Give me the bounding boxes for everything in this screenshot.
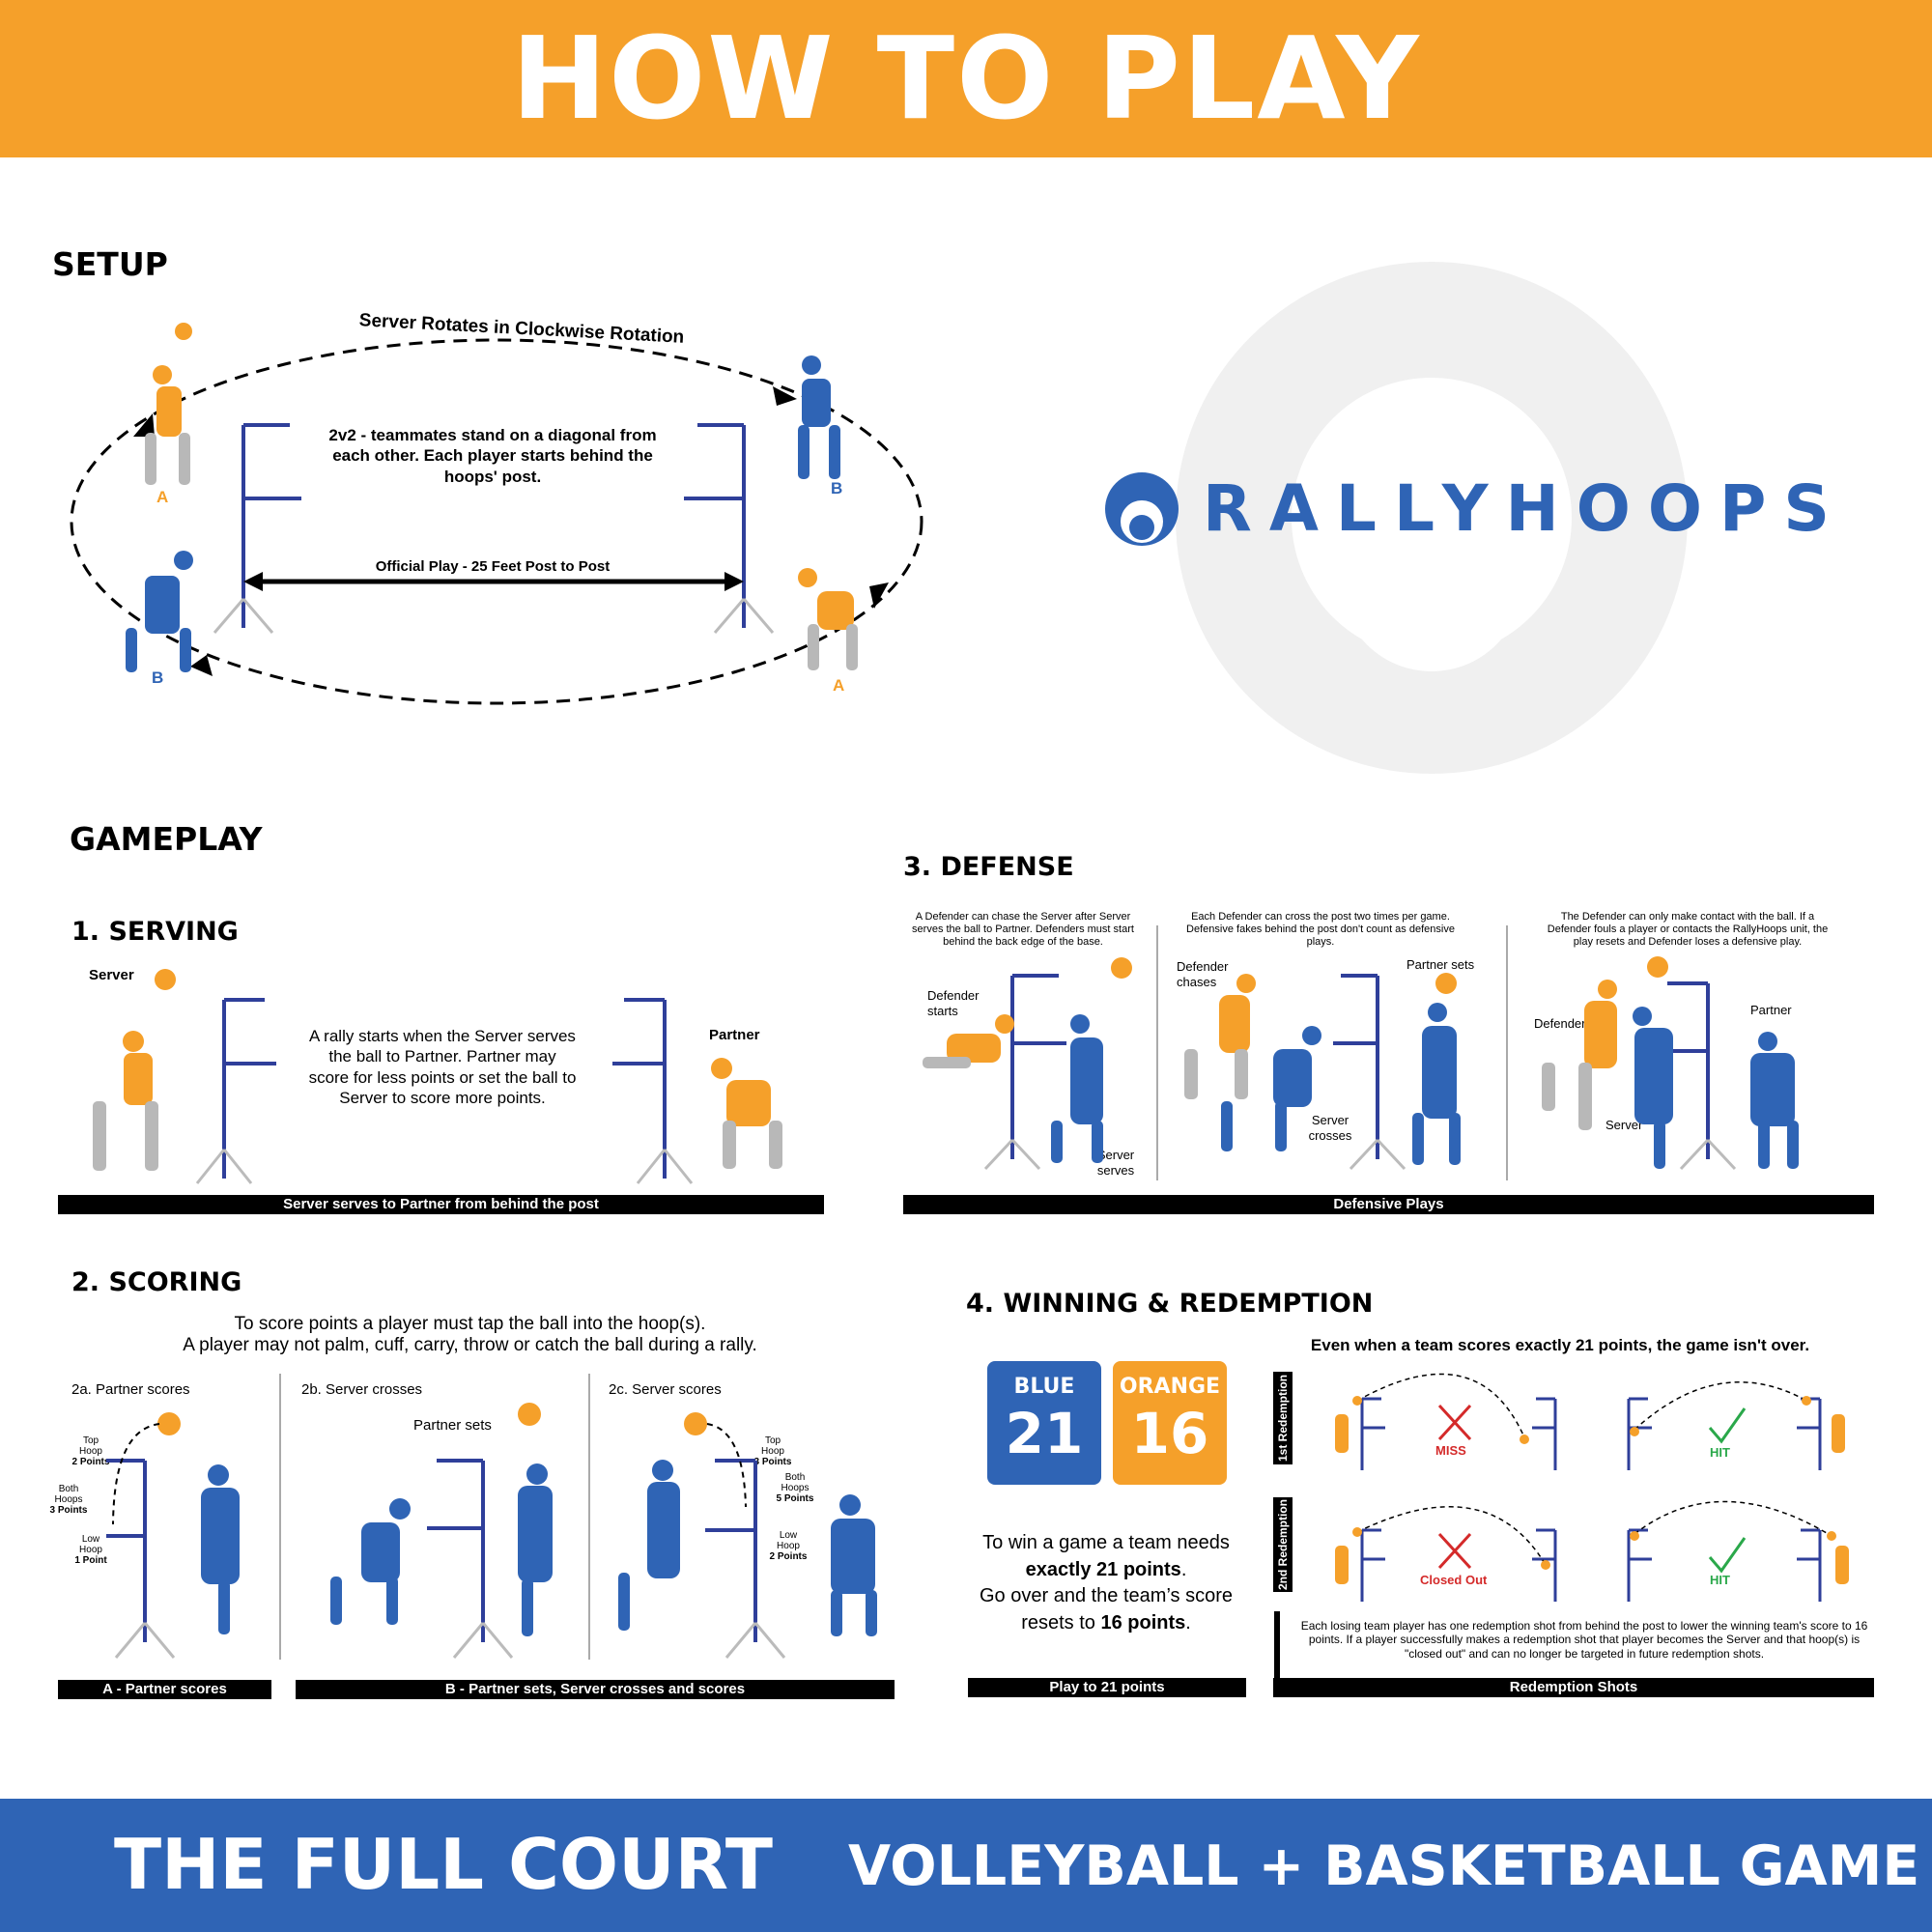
serving-heading: 1. SERVING bbox=[71, 917, 239, 947]
defense-defender-label: Defender bbox=[1534, 1016, 1586, 1031]
first-hit-label: HIT bbox=[1710, 1445, 1730, 1460]
second-hit-label: HIT bbox=[1710, 1573, 1730, 1587]
defense-rule-3: The Defender can only make contact with … bbox=[1547, 911, 1829, 949]
scoring-heading: 2. SCORING bbox=[71, 1267, 242, 1297]
orange-team-score: 16 bbox=[1130, 1401, 1209, 1466]
winning-rule: To win a game a team needs exactly 21 po… bbox=[980, 1532, 1233, 1634]
orange-score-card: ORANGE 16 bbox=[1113, 1361, 1227, 1485]
player-label-b: B bbox=[831, 479, 843, 497]
serving-caption-bar: Server serves to Partner from behind the… bbox=[58, 1195, 824, 1214]
setup-heading: SETUP bbox=[52, 245, 168, 283]
scoring-caption-bar-b: B - Partner sets, Server crosses and sco… bbox=[296, 1680, 895, 1699]
setup-description: 2v2 - teammates stand on a diagonal from… bbox=[328, 426, 657, 486]
footer-tagline-left: THE FULL COURT bbox=[114, 1824, 773, 1905]
first-miss-label: MISS bbox=[1435, 1443, 1466, 1458]
winning-headline: Even when a team scores exactly 21 point… bbox=[1310, 1336, 1810, 1354]
defense-rule-1: A Defender can chase the Server after Se… bbox=[912, 911, 1134, 949]
scoring-2a-title: 2a. Partner scores bbox=[71, 1381, 190, 1398]
serving-description: A rally starts when the Server serves th… bbox=[308, 1027, 577, 1107]
closed-out-label: Closed Out bbox=[1420, 1573, 1488, 1587]
defense-partner-sets: Partner sets bbox=[1406, 957, 1475, 972]
blue-score-card: BLUE 21 bbox=[987, 1361, 1101, 1485]
blue-team-score: 21 bbox=[1005, 1401, 1084, 1466]
brand-logo: RALLYHOOPS bbox=[1203, 471, 1847, 546]
header-banner bbox=[0, 0, 1932, 157]
defense-rule-2: Each Defender can cross the post two tim… bbox=[1186, 911, 1455, 949]
winning-caption-bar: Play to 21 points bbox=[968, 1678, 1246, 1697]
orange-team-name: ORANGE bbox=[1119, 1375, 1221, 1399]
scoring-partner-sets: Partner sets bbox=[413, 1417, 492, 1434]
footer-banner bbox=[0, 1799, 1932, 1932]
player-label-b-2: B bbox=[152, 668, 164, 687]
defense-defender-chases: Defender chases bbox=[1177, 959, 1229, 989]
blue-team-name: BLUE bbox=[1013, 1375, 1075, 1399]
partner-label: Partner bbox=[709, 1027, 760, 1043]
defense-caption-bar: Defensive Plays bbox=[903, 1195, 1874, 1214]
defense-server-label: Server bbox=[1605, 1118, 1643, 1132]
scoring-2b-title: 2b. Server crosses bbox=[301, 1381, 423, 1398]
winning-heading: 4. WINNING & REDEMPTION bbox=[966, 1289, 1374, 1319]
redemption-description: Each losing team player has one redempti… bbox=[1300, 1619, 1868, 1661]
scoring-caption-bar-a: A - Partner scores bbox=[58, 1680, 271, 1699]
setup-distance-label: Official Play - 25 Feet Post to Post bbox=[375, 558, 611, 575]
defense-server-serves: Server serves bbox=[1096, 1148, 1135, 1178]
scoring-rule-2: A player may not palm, cuff, carry, thro… bbox=[183, 1335, 757, 1355]
scoring-rule-1: To score points a player must tap the ba… bbox=[234, 1314, 706, 1334]
gameplay-heading: GAMEPLAY bbox=[70, 820, 263, 858]
scoring-2c-title: 2c. Server scores bbox=[609, 1381, 722, 1398]
defense-partner-label: Partner bbox=[1750, 1003, 1792, 1017]
redemption-caption-bar: Redemption Shots bbox=[1273, 1678, 1874, 1697]
footer-tagline-right: VOLLEYBALL + BASKETBALL GAME bbox=[848, 1834, 1920, 1898]
defense-defender-starts: Defender starts bbox=[927, 988, 980, 1018]
defense-server-crosses: Server crosses bbox=[1308, 1113, 1352, 1143]
defense-heading: 3. DEFENSE bbox=[903, 852, 1074, 882]
player-label-a-2: A bbox=[833, 676, 845, 695]
server-label: Server bbox=[89, 967, 134, 983]
player-label-a: A bbox=[156, 488, 169, 506]
page-title: HOW TO PLAY bbox=[511, 12, 1421, 145]
